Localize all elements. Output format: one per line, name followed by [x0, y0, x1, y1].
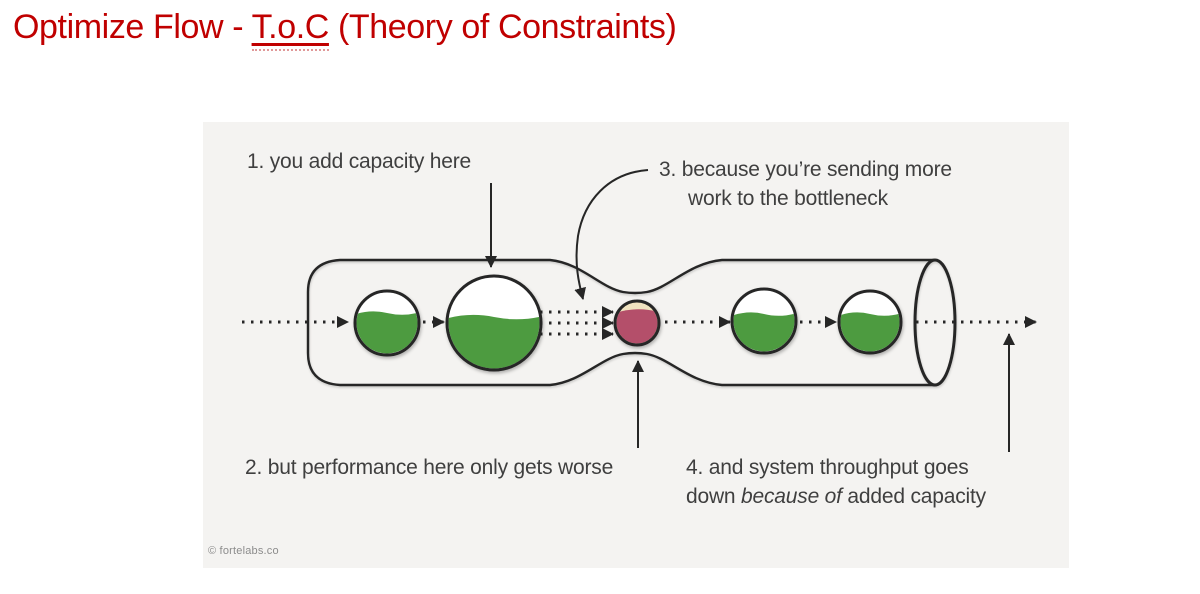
annotation-sending-more: 3. because you’re sending more work to t… — [659, 156, 952, 214]
pipe-outline — [306, 258, 935, 387]
annotation-sending-more-line1: 3. because you’re sending more — [659, 158, 952, 181]
pipe-open-end — [913, 258, 957, 387]
diagram-card: 1. you add capacity here 3. because you’… — [203, 122, 1069, 568]
annotation-throughput-line2-pre: down — [686, 484, 742, 508]
annotation-sending-more-line2: work to the bottleneck — [688, 186, 888, 210]
annotation-throughput-line2-italic: because of — [741, 484, 842, 508]
slide-title: Optimize Flow - T.o.C (Theory of Constra… — [13, 8, 677, 51]
work-item-right-2 — [837, 289, 903, 355]
toc-pipe-diagram — [242, 169, 1037, 452]
annotation-throughput-line2-post: added capacity — [841, 484, 986, 508]
title-toc-underlined: T.o.C — [251, 8, 329, 51]
flow-dotted-arrows — [242, 306, 1037, 340]
arrow-sending-more-curve — [574, 169, 649, 300]
work-item-right-1 — [730, 287, 798, 355]
copyright: © fortelabs.co — [208, 545, 279, 557]
title-prefix: Optimize Flow - — [13, 8, 252, 46]
annotation-throughput-line1: 4. and system throughput goes — [686, 456, 969, 479]
annotation-performance-worse: 2. but performance here only gets worse — [245, 456, 614, 479]
work-item-small-left — [353, 289, 421, 357]
annotation-arrows — [485, 169, 1015, 452]
annotation-throughput-down: 4. and system throughput goes down becau… — [686, 454, 986, 512]
work-item-large-added-capacity — [445, 274, 543, 372]
title-suffix: (Theory of Constraints) — [328, 8, 677, 46]
annotation-add-capacity: 1. you add capacity here — [247, 150, 472, 173]
bottleneck-work-item — [613, 299, 661, 347]
